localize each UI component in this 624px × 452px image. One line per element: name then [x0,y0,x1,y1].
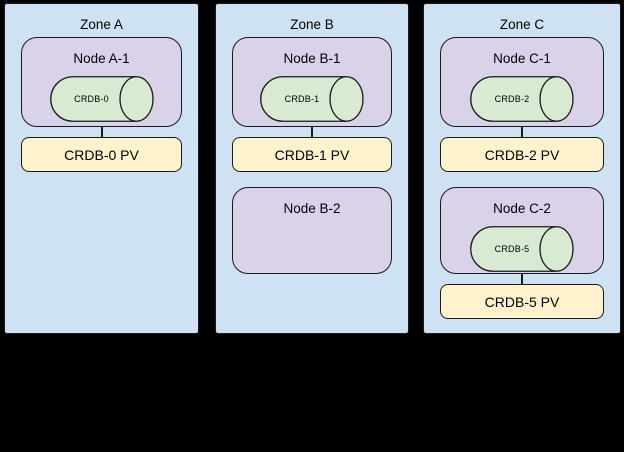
zone-c: Zone C Node C-1 CRDB-2 CRDB-2 PV Node C-… [423,3,621,334]
node-b-2: Node B-2 [232,187,392,274]
node-b-1-label: Node B-1 [283,51,341,66]
connector-line [521,127,523,137]
pod-crdb-0: CRDB-0 [49,76,154,122]
connector-line [311,127,313,137]
pod-crdb-5: CRDB-5 [470,226,574,272]
node-c-1-label: Node C-1 [493,51,551,66]
pv-crdb-5: CRDB-5 PV [440,284,604,319]
zone-a: Zone A Node A-1 CRDB-0 CRDB-0 PV [4,3,199,334]
node-b-2-label: Node B-2 [283,201,341,216]
zone-b-label: Zone B [290,17,334,32]
connector-line [100,127,103,137]
database-cylinder-icon [470,226,574,272]
node-c-1: Node C-1 CRDB-2 [440,37,604,127]
pv-crdb-0: CRDB-0 PV [21,137,182,172]
database-cylinder-icon [260,76,364,122]
node-a-1-label: Node A-1 [73,51,130,66]
pv-crdb-5-label: CRDB-5 PV [484,293,560,310]
pod-crdb-1: CRDB-1 [260,76,364,122]
pv-crdb-2: CRDB-2 PV [440,137,604,172]
connector-line [521,274,523,284]
pod-crdb-0-label: CRDB-0 [74,94,109,104]
node-c-2: Node C-2 CRDB-5 [440,187,604,274]
pv-crdb-2-label: CRDB-2 PV [484,146,560,163]
node-b-1: Node B-1 CRDB-1 [232,37,392,127]
database-cylinder-icon [49,76,154,122]
pv-crdb-1: CRDB-1 PV [232,137,392,172]
pv-crdb-1-label: CRDB-1 PV [274,146,350,163]
zone-a-label: Zone A [80,17,123,32]
pod-crdb-5-label: CRDB-5 [494,244,530,254]
pod-crdb-1-label: CRDB-1 [284,94,320,104]
pv-crdb-0-label: CRDB-0 PV [64,146,139,163]
zone-b: Zone B Node B-1 CRDB-1 CRDB-1 PV Node B-… [215,3,409,334]
database-cylinder-icon [470,76,574,122]
node-a-1: Node A-1 CRDB-0 [21,37,182,127]
zone-c-label: Zone C [499,17,545,32]
pod-crdb-2-label: CRDB-2 [494,94,530,104]
pod-crdb-2: CRDB-2 [470,76,574,122]
node-c-2-label: Node C-2 [493,201,551,216]
